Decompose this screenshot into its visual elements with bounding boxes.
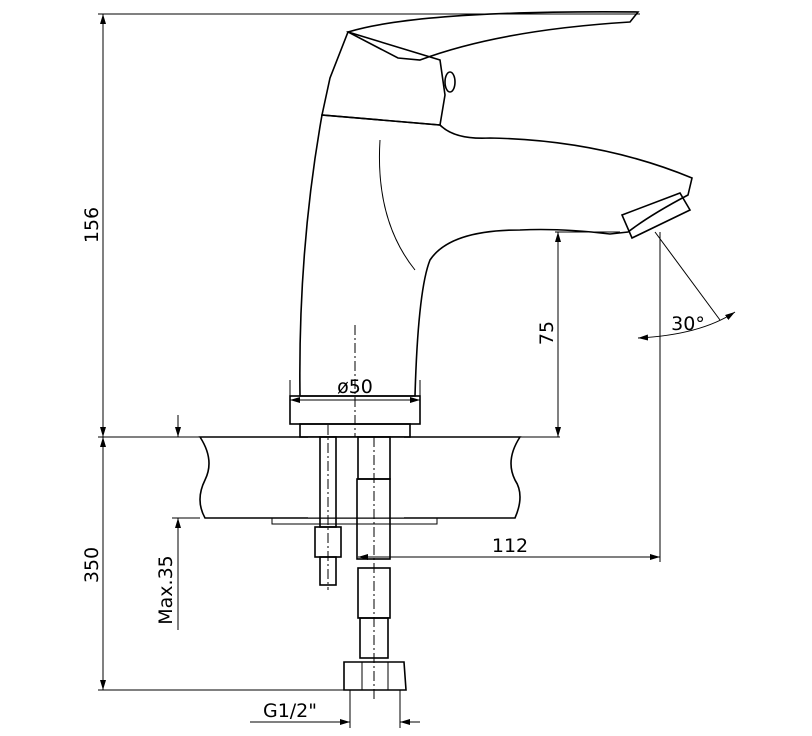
dimension-75: 75 [536,232,561,437]
dimension-112: 112 [358,232,661,562]
dimension-max35: Max.35 [155,415,181,630]
countertop-section [198,436,522,525]
dimension-g12: G1/2" [250,690,420,728]
dim-max35-label: Max.35 [155,555,177,625]
dimension-156: 156 [81,14,106,437]
dimension-350: 350 [81,437,106,690]
dim-30deg-label: 30° [671,313,705,335]
faucet-body [289,11,693,438]
dim-350-label: 350 [81,547,103,583]
dim-112-label: 112 [492,535,528,557]
extension-lines [98,13,640,691]
dimension-ø50: ø50 [289,376,421,410]
dim-g12-label: G1/2" [263,700,317,722]
dim-156-label: 156 [81,207,103,243]
dimension-30deg: 30° [637,231,736,341]
dim-ø50-label: ø50 [337,376,373,398]
dim-75-label: 75 [536,321,558,345]
